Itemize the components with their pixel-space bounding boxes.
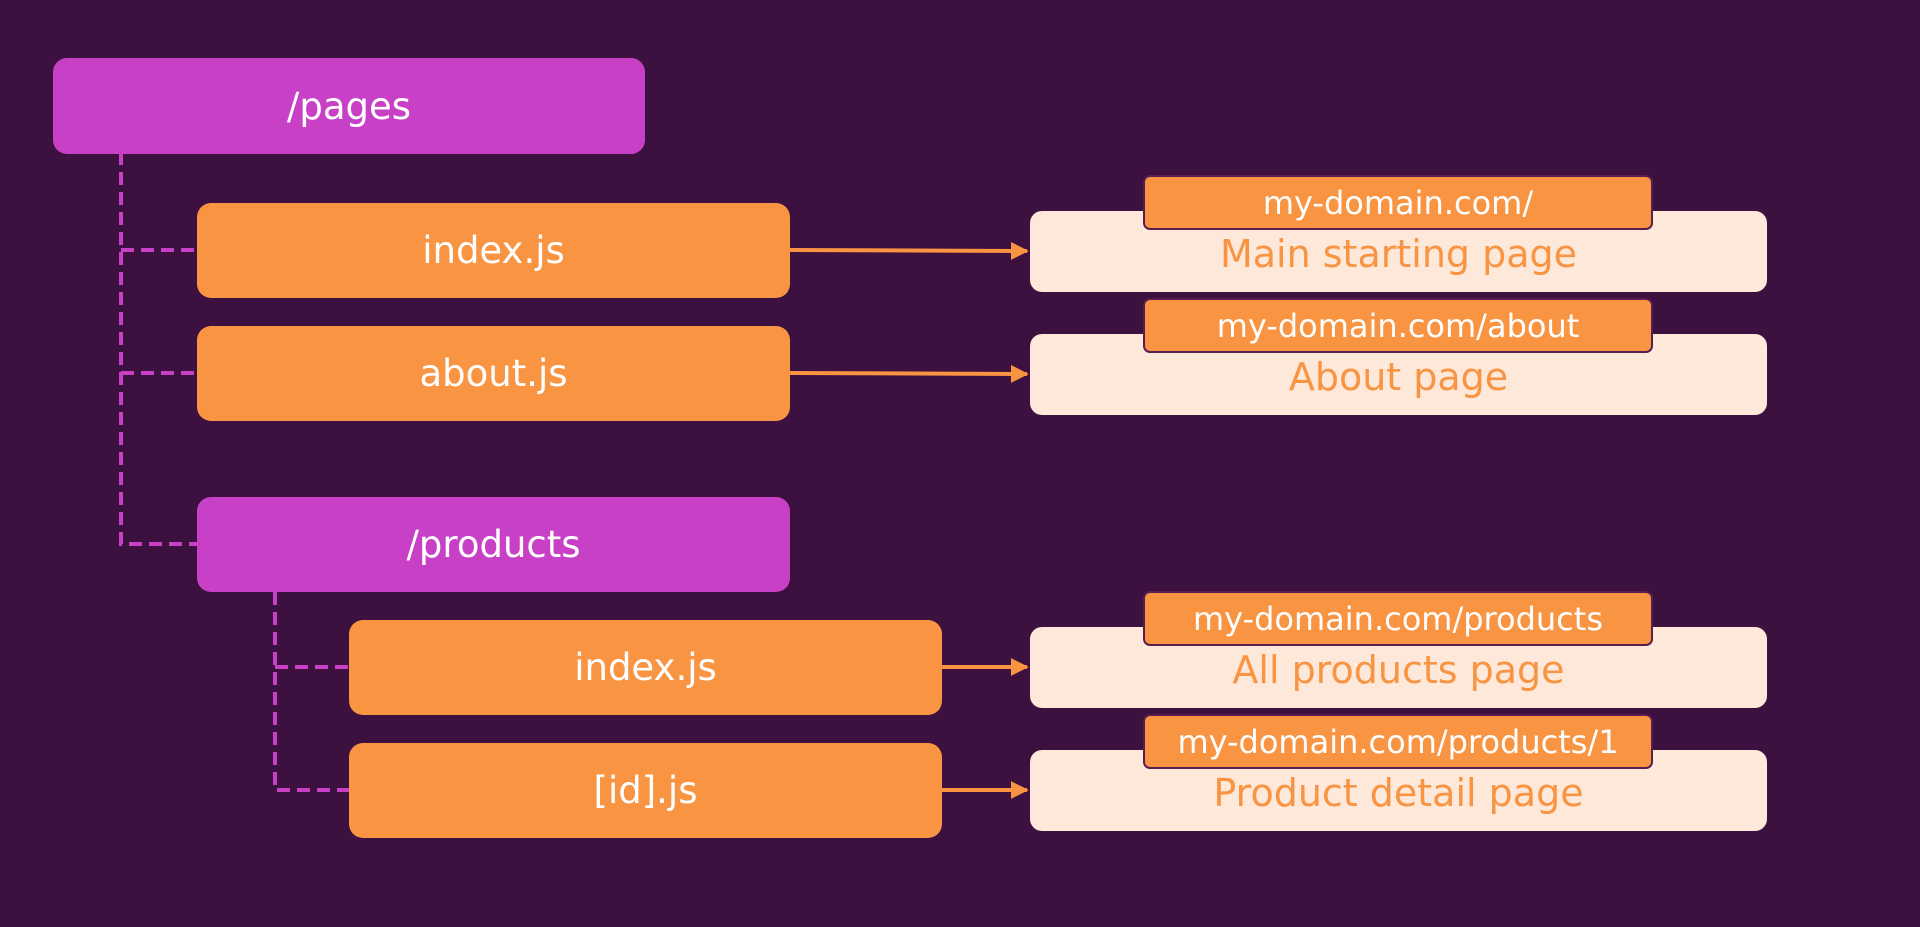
route-arrow-about <box>789 364 1029 383</box>
all-products-url: my-domain.com/products <box>1193 599 1603 638</box>
products-index-file-node: index.js <box>349 620 942 715</box>
products-index-file-label: index.js <box>574 646 717 689</box>
about-page-url: my-domain.com/about <box>1216 306 1580 345</box>
pages-folder-node: /pages <box>53 58 645 154</box>
index-file-label: index.js <box>422 229 565 272</box>
route-arrow-index <box>789 241 1029 260</box>
all-products-url-tag: my-domain.com/products <box>1143 591 1653 646</box>
about-page-label: About page <box>1288 354 1509 399</box>
product-detail-url-tag: my-domain.com/products/1 <box>1143 714 1653 769</box>
products-folder-node: /products <box>197 497 790 592</box>
main-page-url-tag: my-domain.com/ <box>1143 175 1653 230</box>
pages-folder-label: /pages <box>286 84 412 128</box>
index-file-node: index.js <box>197 203 790 298</box>
main-page-label: Main starting page <box>1219 231 1578 276</box>
main-page-url: my-domain.com/ <box>1262 183 1534 222</box>
about-file-node: about.js <box>197 326 790 421</box>
about-page-url-tag: my-domain.com/about <box>1143 298 1653 353</box>
products-folder-label: /products <box>406 523 581 566</box>
product-id-file-label: [id].js <box>593 769 698 812</box>
about-file-label: about.js <box>419 352 568 395</box>
product-detail-url: my-domain.com/products/1 <box>1177 722 1619 761</box>
pages-tree-trunk <box>119 152 198 546</box>
all-products-page-label: All products page <box>1232 647 1565 692</box>
products-tree-trunk <box>273 592 350 792</box>
product-id-file-node: [id].js <box>349 743 942 838</box>
product-detail-page-label: Product detail page <box>1213 770 1584 815</box>
